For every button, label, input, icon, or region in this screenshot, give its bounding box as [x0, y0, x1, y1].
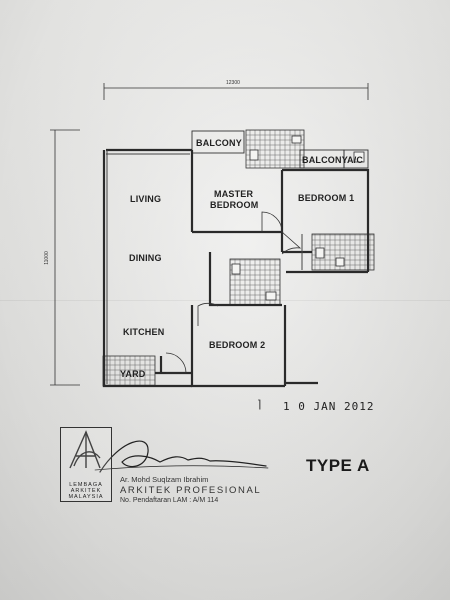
room-label-master-1: MASTER [214, 189, 254, 199]
architect-name: Ar. Mohd Suqlzam Ibrahim [120, 475, 209, 484]
room-label-kitchen: KITCHEN [123, 327, 165, 337]
unit-type-label: TYPE A [306, 456, 370, 475]
logo-text-line1: LEMBAGA [69, 482, 103, 488]
walls [102, 148, 370, 388]
lam-logo-glyph [69, 430, 101, 469]
logo-text-line3: MALAYSIA [68, 494, 104, 500]
signature-drawing [94, 440, 269, 473]
room-label-ac: A/C [347, 155, 364, 165]
logo-text-line2: ARKITEK [70, 488, 102, 494]
dimension-top [103, 83, 369, 100]
internal-lines [106, 150, 303, 384]
paper-fold [0, 300, 450, 301]
stamp-mark: ⌉ [257, 399, 262, 411]
room-label-balcony-1: BALCONY [196, 138, 242, 148]
room-label-bedroom-2: BEDROOM 2 [209, 340, 266, 350]
lam-logo [60, 427, 112, 502]
room-label-balcony-2: BALCONY [302, 155, 348, 165]
room-label-master-2: BEDROOM [210, 200, 259, 210]
bathroom-fixtures [231, 135, 365, 301]
room-label-yard: YARD [120, 369, 146, 379]
door-swings [165, 211, 302, 374]
architect-title: ARKITEK PROFESIONAL [120, 485, 262, 496]
room-label-living: LIVING [130, 194, 162, 204]
dimension-top-label: 12300 [226, 80, 240, 86]
dimension-left [50, 129, 80, 386]
balcony-outlines [191, 130, 369, 169]
architect-registration: No. Pendaftaran LAM : A/M 114 [120, 497, 219, 504]
stamp-date: 1 0 JAN 2012 [283, 400, 375, 413]
dimension-left-label: 11000 [43, 251, 50, 265]
room-label-dining: DINING [129, 253, 162, 263]
room-label-bedroom-1: BEDROOM 1 [298, 193, 355, 203]
